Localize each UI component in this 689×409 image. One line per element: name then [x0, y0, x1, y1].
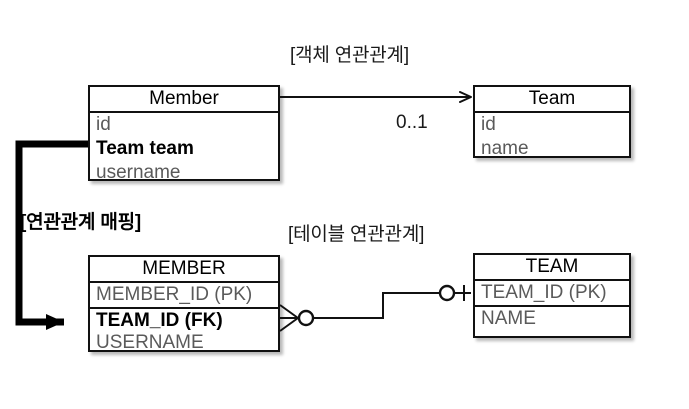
- class-box-member-fields: id Team team username: [90, 113, 278, 185]
- class-box-member[interactable]: Member id Team team username: [88, 85, 280, 183]
- class-field-member-id: id: [96, 114, 111, 135]
- caption-object-association: [객체 연관관계]: [290, 45, 409, 66]
- class-box-member-title: Member: [90, 87, 278, 113]
- table-box-team-title: TEAM: [475, 255, 629, 281]
- class-field-team-id: id: [481, 114, 496, 135]
- table-column-username: USERNAME: [96, 332, 204, 353]
- multiplicity-label-zero-to-one: 0..1: [396, 112, 428, 133]
- connector-table-association: [279, 284, 471, 332]
- table-column-team-id-pk: TEAM_ID (PK): [481, 282, 607, 303]
- class-box-team[interactable]: Team id name: [473, 85, 631, 161]
- class-field-member-team: Team team: [96, 138, 194, 159]
- table-box-team[interactable]: TEAM TEAM_ID (PK) NAME: [473, 253, 631, 338]
- caption-table-association: [테이블 연관관계]: [288, 224, 425, 245]
- table-box-team-columns: TEAM_ID (PK) NAME: [475, 281, 629, 329]
- table-column-team-name: NAME: [475, 305, 629, 329]
- class-box-team-title: Team: [475, 87, 629, 113]
- table-box-member-columns: MEMBER_ID (PK) TEAM_ID (FK) USERNAME: [90, 283, 278, 355]
- caption-association-mapping: [연관관계 매핑]: [20, 212, 142, 233]
- table-column-member-id: MEMBER_ID (PK): [96, 284, 253, 305]
- class-field-member-username: username: [96, 162, 181, 183]
- table-column-team-id-fk: TEAM_ID (FK): [90, 307, 278, 331]
- table-box-member[interactable]: MEMBER MEMBER_ID (PK) TEAM_ID (FK) USERN…: [88, 255, 280, 355]
- class-box-team-fields: id name: [475, 113, 629, 161]
- class-field-team-name: name: [481, 138, 529, 159]
- table-box-member-title: MEMBER: [90, 257, 278, 283]
